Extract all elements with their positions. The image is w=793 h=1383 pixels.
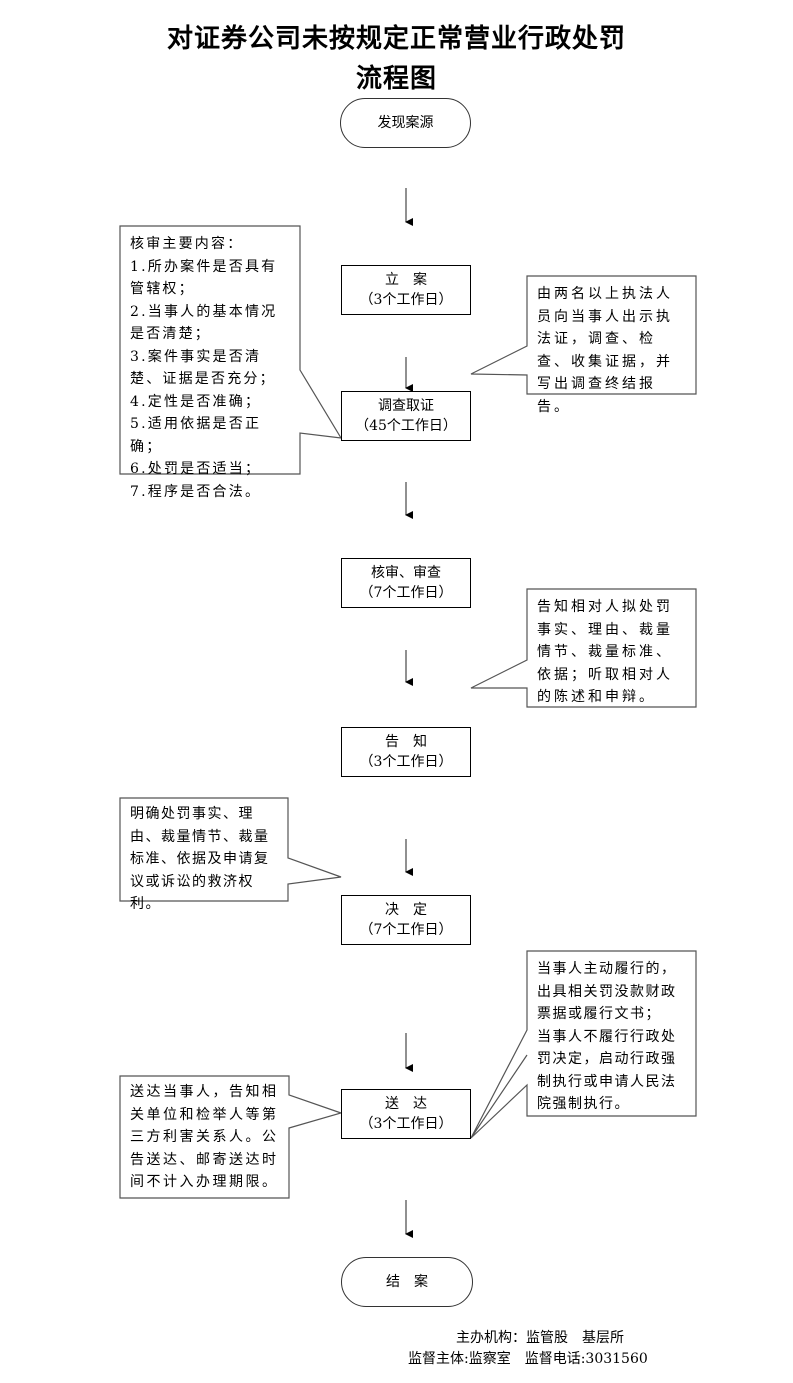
note-delivery: 送达当事人，告知相关单位和检举人等第三方利害关系人。公告送达、邮寄送达时间不计入…: [130, 1084, 279, 1190]
callout-enforcement: [470, 950, 697, 1139]
note-enforcement: 当事人主动履行的，出具相关罚没款财政票据或履行文书； 当事人不履行行政处罚决定，…: [537, 961, 677, 1112]
review-step: 核审、审查 （7个工作日）: [341, 558, 471, 608]
investigation-duration: （45个工作日）: [355, 418, 457, 434]
callout-notice: [470, 588, 697, 708]
review-label: 核审、审查: [371, 565, 441, 581]
callout-review-contents: [119, 225, 343, 475]
end-node: 结 案: [341, 1257, 473, 1307]
filing-label: 立 案: [385, 272, 427, 288]
callout-investigation: [470, 275, 697, 395]
review-duration: （7个工作日）: [359, 585, 453, 601]
decision-label: 决 定: [385, 902, 427, 918]
delivery-label: 送 达: [385, 1096, 427, 1112]
page-subtitle: 流程图: [355, 64, 437, 94]
callout-decision: [119, 797, 342, 902]
footer-supervision: 监督主体:监察室 监督电话:3031560: [408, 1351, 648, 1367]
end-label: 结 案: [386, 1274, 428, 1290]
start-label: 发现案源: [377, 115, 434, 131]
footer-organizer: 主办机构：监管股 基层所: [456, 1330, 624, 1346]
investigation-step: 调查取证 （45个工作日）: [341, 391, 471, 441]
notice-duration: （3个工作日）: [359, 754, 453, 770]
note-notice: 告知相对人拟处罚事实、理由、裁量情节、裁量标准、依据；听取相对人的陈述和申辩。: [537, 599, 673, 705]
decision-step: 决 定 （7个工作日）: [341, 895, 471, 945]
page-title: 对证券公司未按规定正常营业行政处罚: [166, 24, 626, 54]
callout-delivery: [119, 1075, 343, 1199]
notice-label: 告 知: [385, 734, 427, 750]
filing-step: 立 案 （3个工作日）: [341, 265, 471, 315]
decision-duration: （7个工作日）: [359, 922, 453, 938]
note-investigation: 由两名以上执法人员向当事人出示执法证，调查、检查、收集证据，并写出调查终结报告。: [537, 286, 673, 415]
delivery-duration: （3个工作日）: [359, 1116, 453, 1132]
note-decision: 明确处罚事实、理由、裁量情节、裁量标准、依据及申请复议或诉讼的救济权利。: [130, 806, 270, 912]
notice-step: 告 知 （3个工作日）: [341, 727, 471, 777]
filing-duration: （3个工作日）: [359, 292, 453, 308]
investigation-label: 调查取证: [378, 398, 434, 414]
delivery-step: 送 达 （3个工作日）: [341, 1089, 471, 1139]
note-review-contents: 核审主要内容： 1.所办案件是否具有管辖权； 2.当事人的基本情况是否清楚； 3…: [130, 236, 278, 500]
start-node: 发现案源: [340, 98, 471, 148]
